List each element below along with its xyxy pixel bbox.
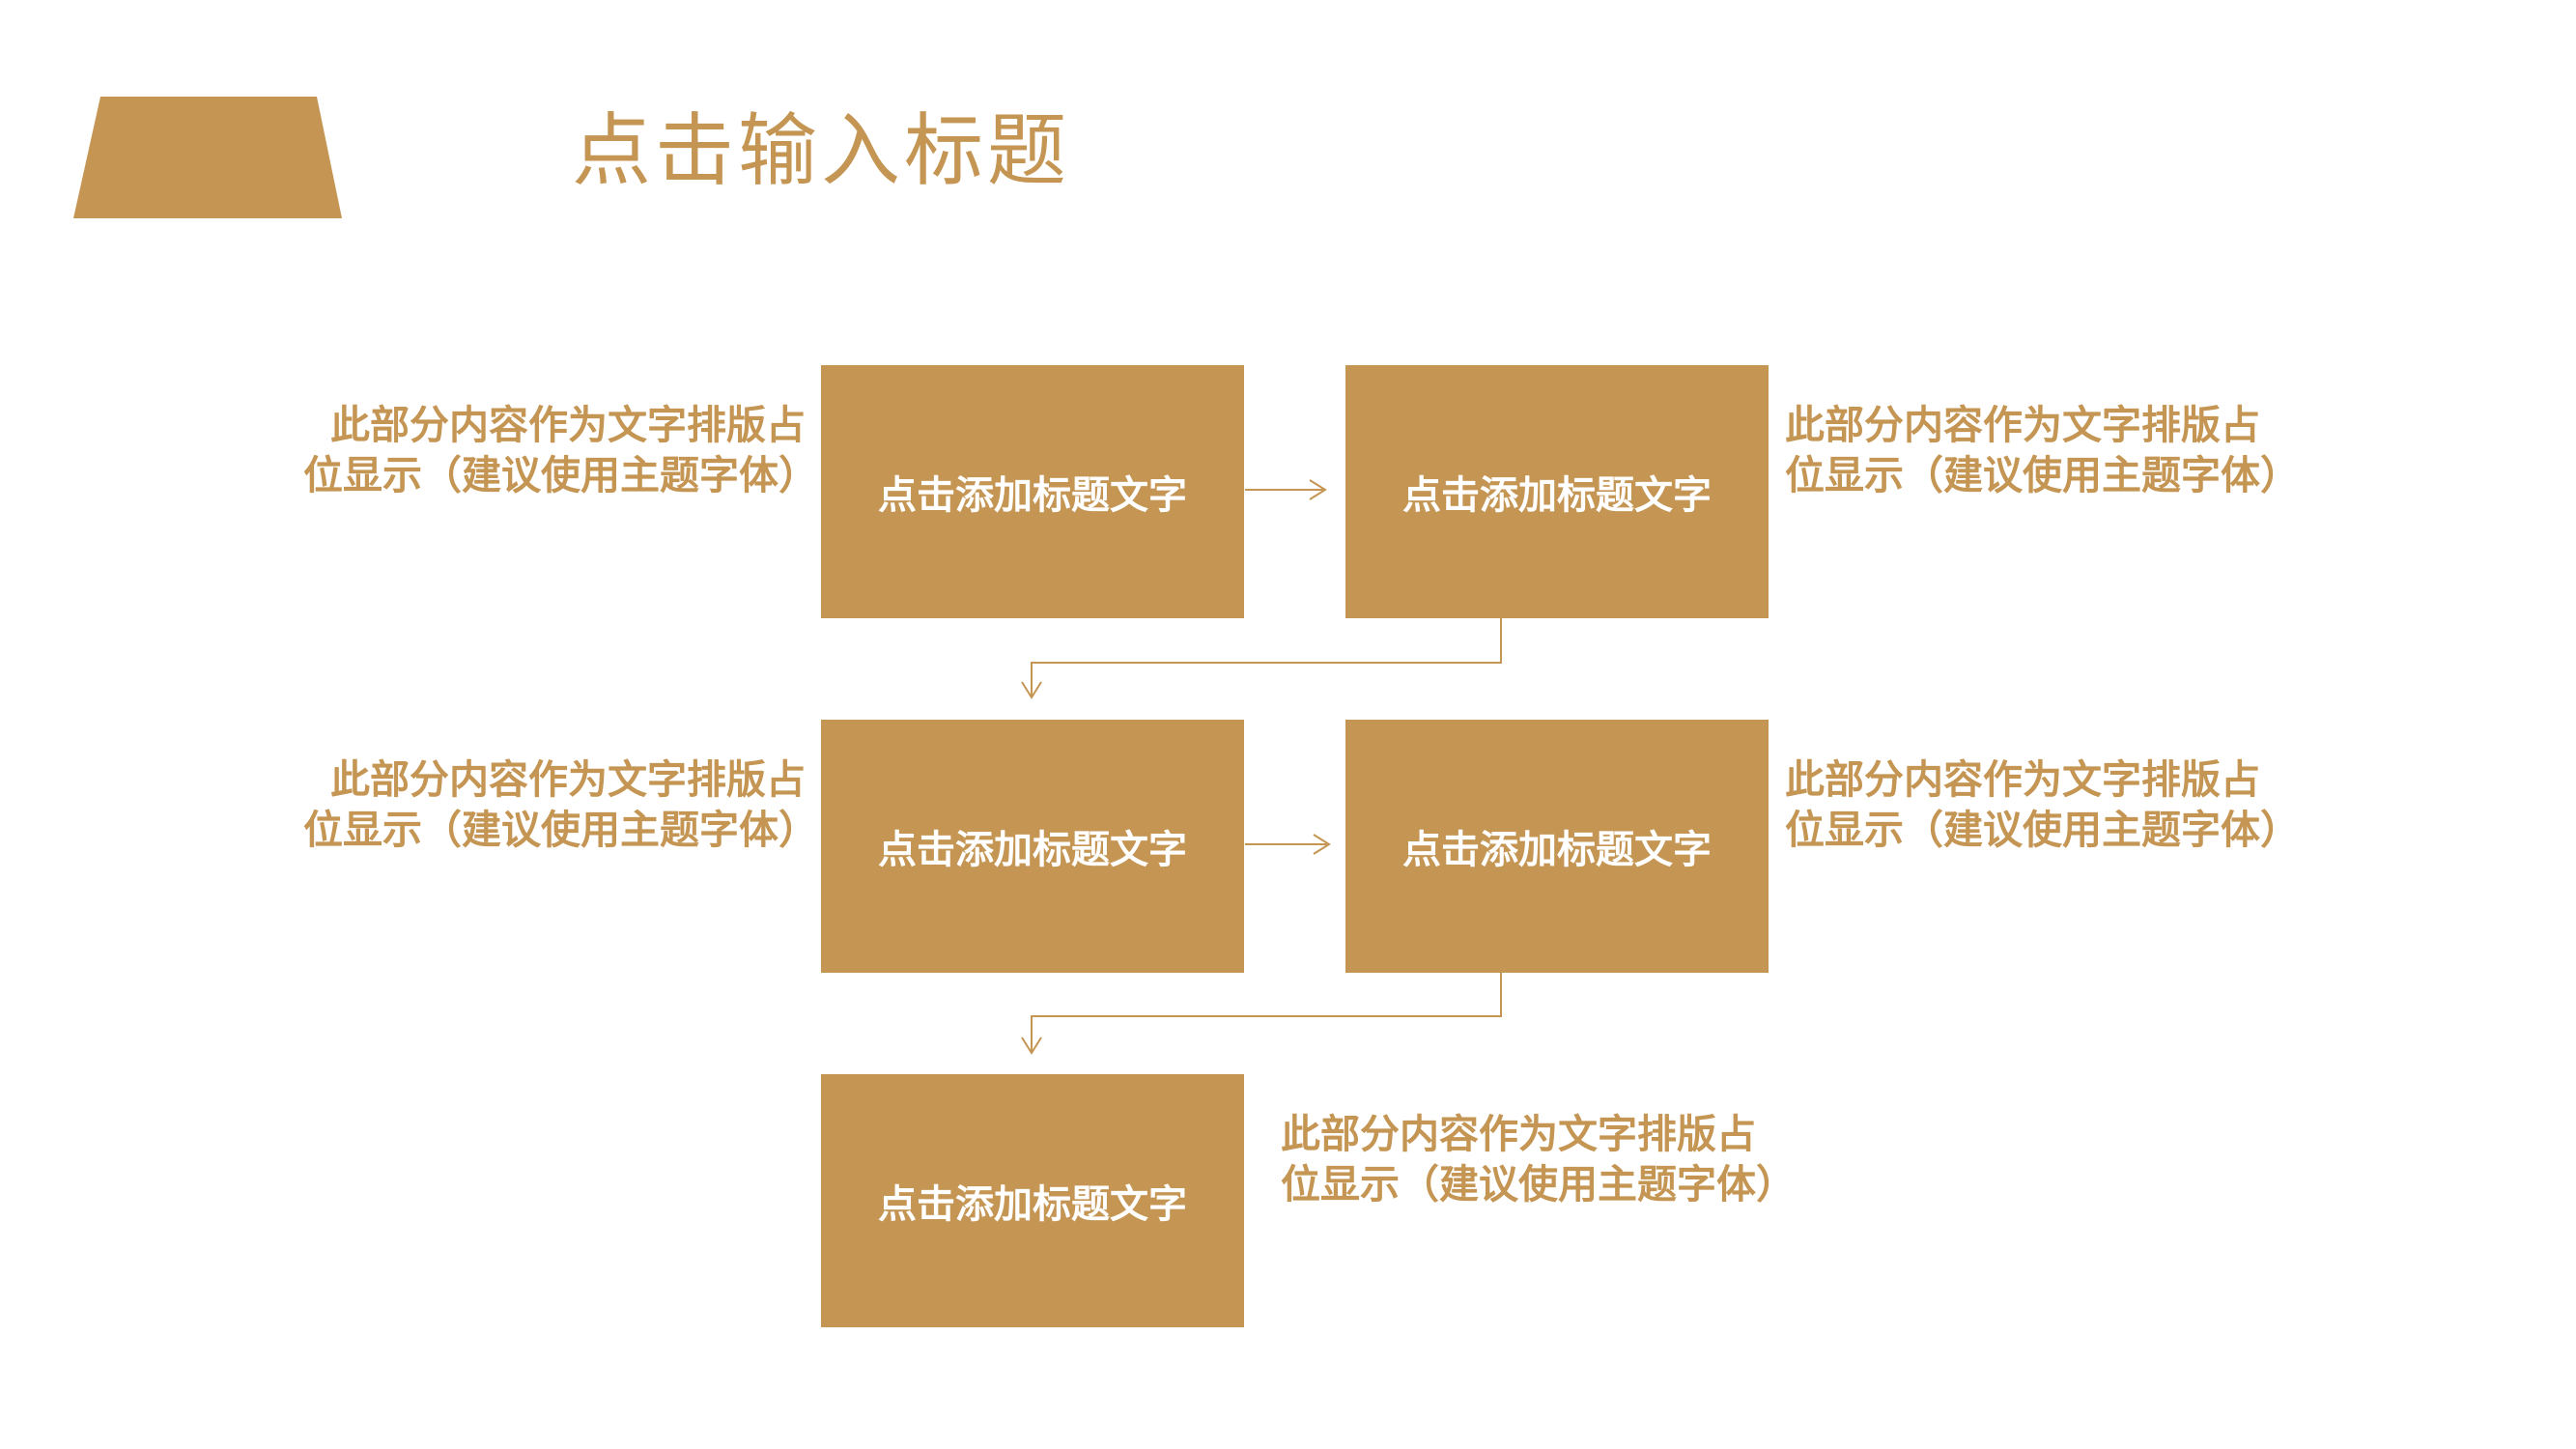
trapezoid-shape: [73, 97, 342, 218]
step-box-1[interactable]: 点击添加标题文字: [821, 365, 1244, 618]
step-description-2[interactable]: 此部分内容作为文字排版占位显示（建议使用主题字体）: [1785, 402, 2300, 498]
arrow-1-to-2-head: [1309, 479, 1327, 500]
title-tab-decoration: [73, 97, 342, 218]
arrow-3-to-4-head: [1313, 834, 1331, 855]
step-box-4[interactable]: 点击添加标题文字: [1345, 720, 1769, 973]
step-box-5[interactable]: 点击添加标题文字: [821, 1074, 1244, 1327]
step-description-5[interactable]: 此部分内容作为文字排版占位显示（建议使用主题字体）: [1281, 1111, 1796, 1208]
step-description-1[interactable]: 此部分内容作为文字排版占位显示（建议使用主题字体）: [303, 402, 818, 498]
arrow-2-to-3: [1031, 616, 1502, 697]
step-box-3[interactable]: 点击添加标题文字: [821, 720, 1244, 973]
arrow-2-to-3-head: [1021, 681, 1042, 699]
arrow-4-to-5: [1031, 972, 1502, 1053]
step-description-3[interactable]: 此部分内容作为文字排版占位显示（建议使用主题字体）: [303, 756, 818, 853]
step-description-4[interactable]: 此部分内容作为文字排版占位显示（建议使用主题字体）: [1785, 756, 2300, 853]
page-title[interactable]: 点击输入标题: [572, 105, 1071, 197]
arrow-4-to-5-head: [1021, 1037, 1042, 1055]
step-box-2[interactable]: 点击添加标题文字: [1345, 365, 1769, 618]
